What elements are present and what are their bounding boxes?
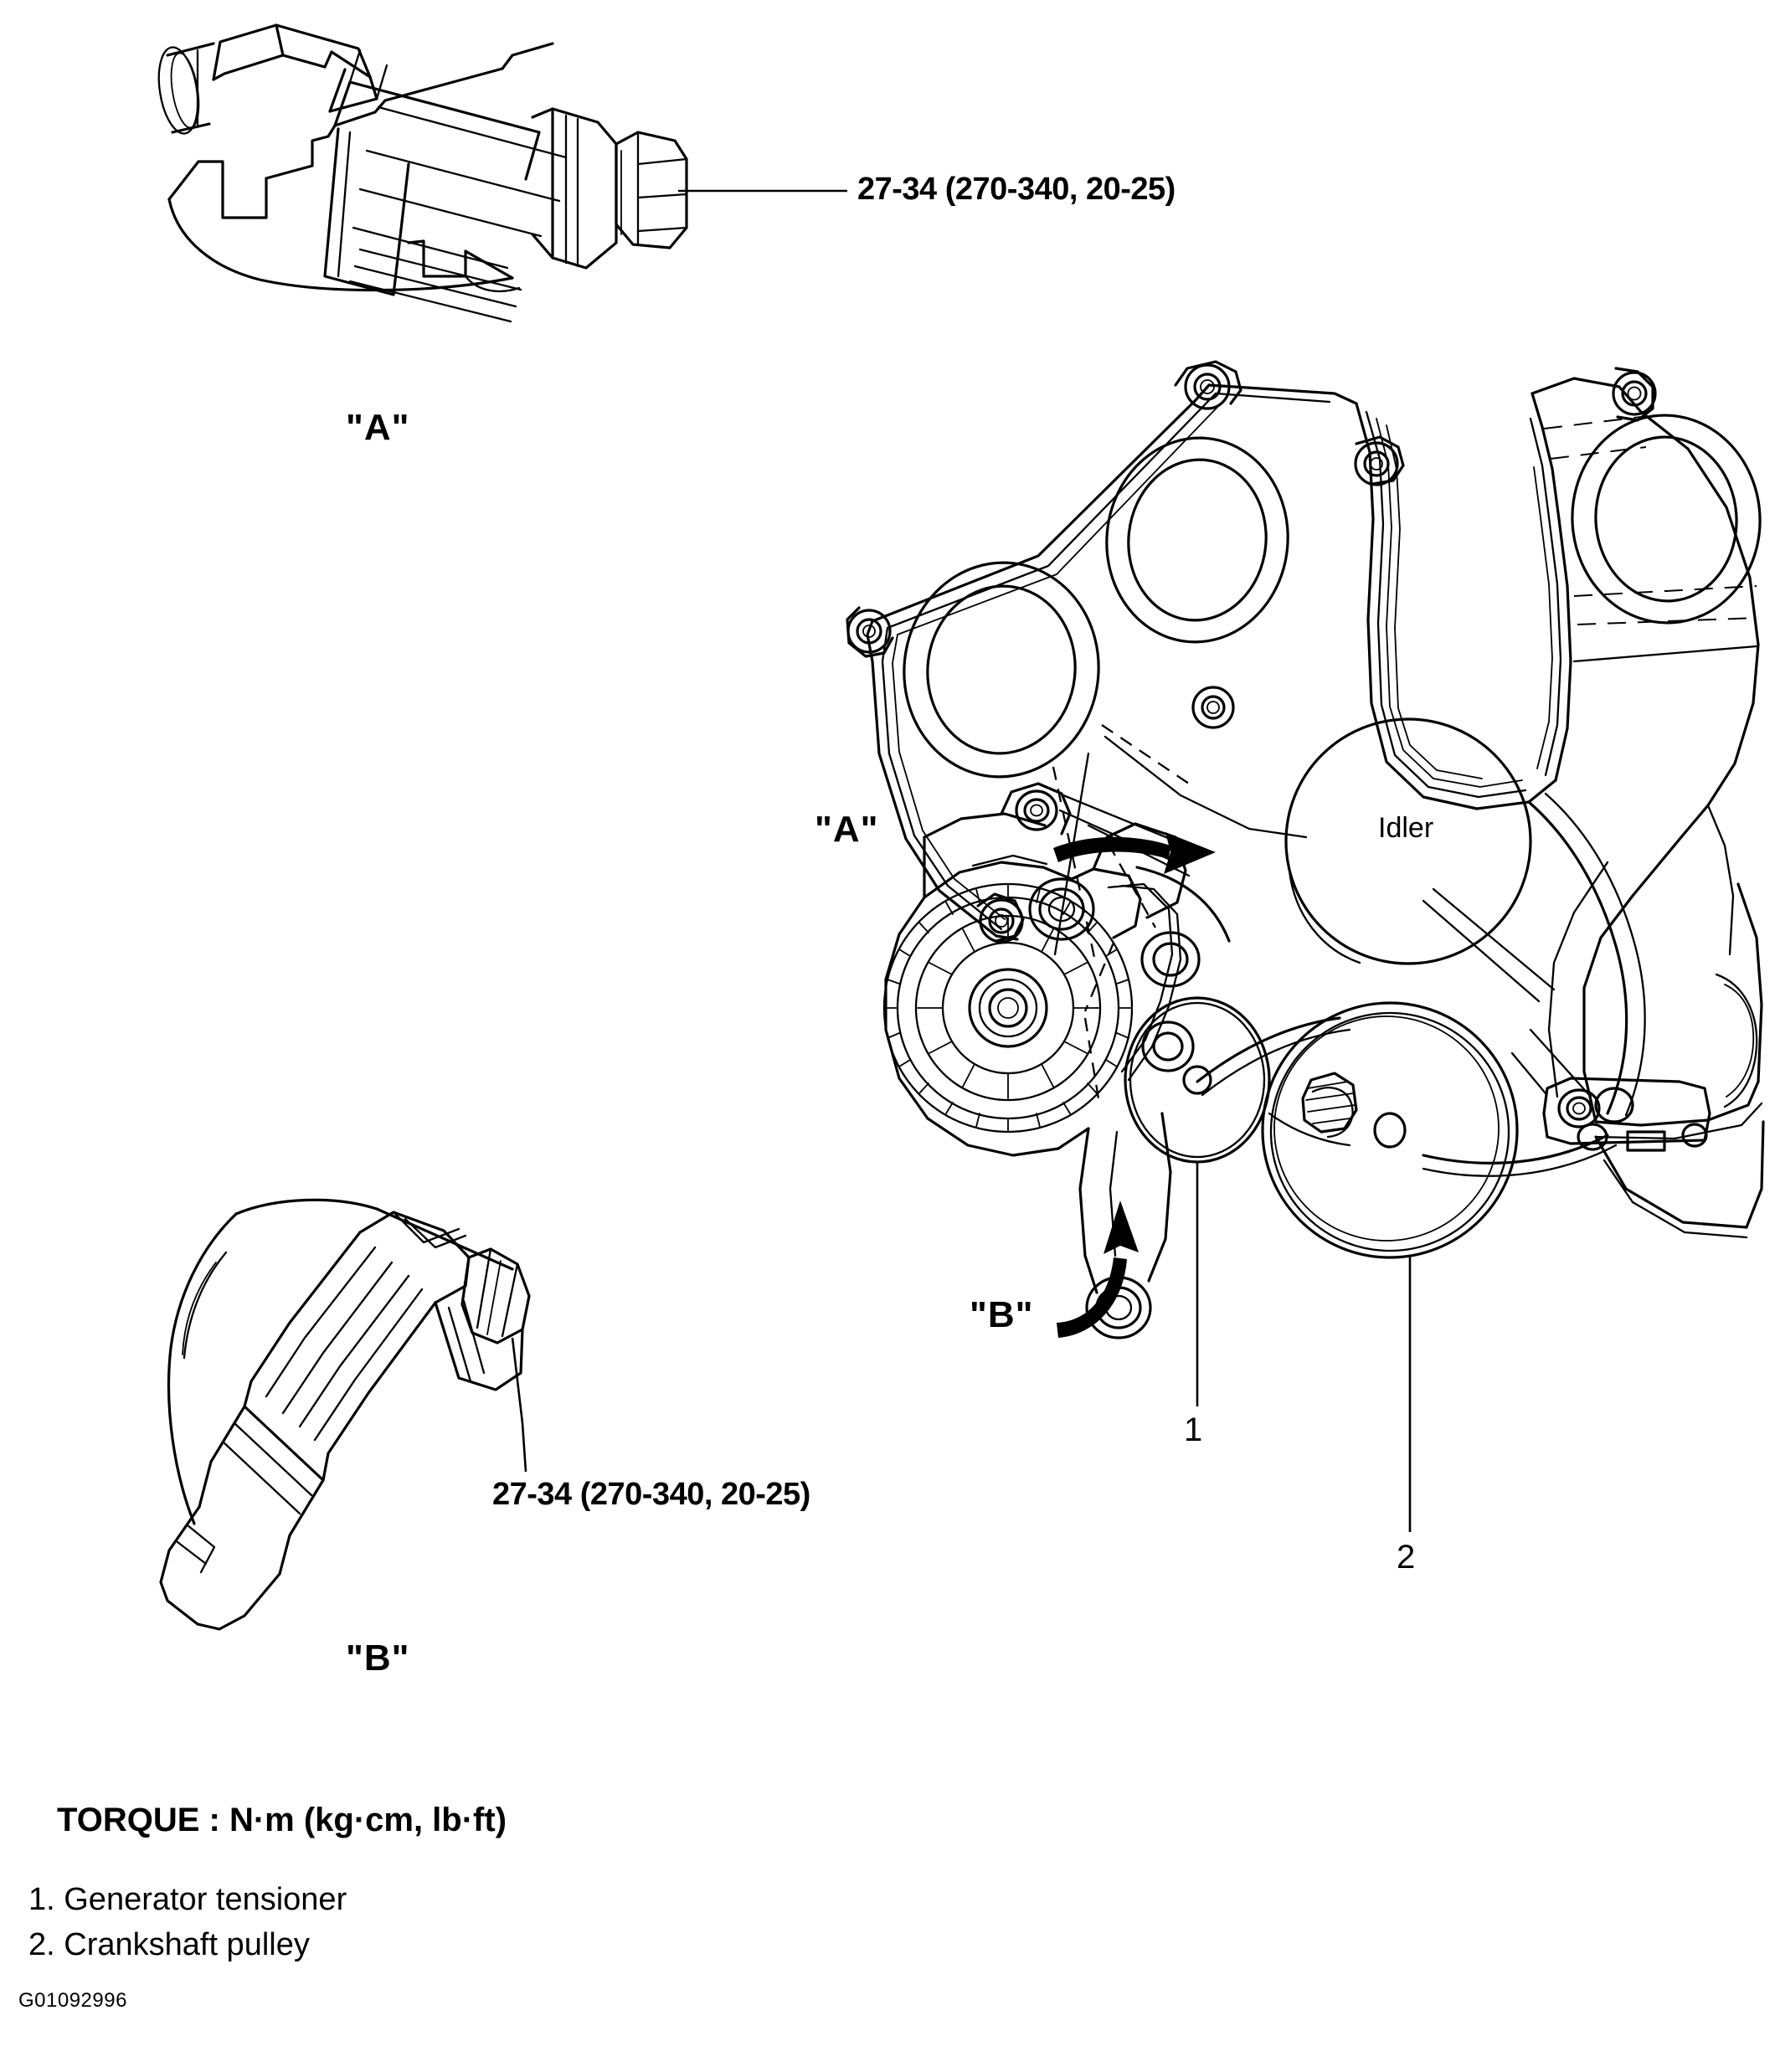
legend-item-2: 2. Crankshaft pulley [28, 1927, 310, 1962]
detail-a-tag: "A" [346, 407, 410, 448]
callout-number-1: 1 [1184, 1411, 1203, 1448]
detail-b-torque-label: 27-34 (270-340, 20-25) [492, 1477, 810, 1512]
detail-b-tag: "B" [346, 1638, 410, 1679]
main-engine-front-view [846, 360, 1765, 1532]
detail-a-torque-label: 27-34 (270-340, 20-25) [857, 172, 1176, 207]
legend-item-1: 1. Generator tensioner [28, 1882, 347, 1917]
curved-arrow-up-icon [1057, 1201, 1139, 1338]
main-callout-a-tag: "A" [815, 809, 879, 850]
curved-arrow-right-icon [1053, 832, 1216, 874]
main-callout-b-tag: "B" [970, 1294, 1034, 1335]
generator-assembly [882, 782, 1201, 1339]
callout-number-2: 2 [1397, 1539, 1416, 1576]
detail-b-bolt-drawing [159, 1198, 531, 1631]
torque-units-header: TORQUE : N·m (kg·cm, lb·ft) [57, 1802, 507, 1838]
idler-pulley-label: Idler [1378, 812, 1434, 844]
detail-a-bolt-drawing [157, 23, 847, 323]
figure-id-code: G01092996 [18, 1989, 127, 2012]
detail-b-leader-line [511, 1337, 527, 1473]
